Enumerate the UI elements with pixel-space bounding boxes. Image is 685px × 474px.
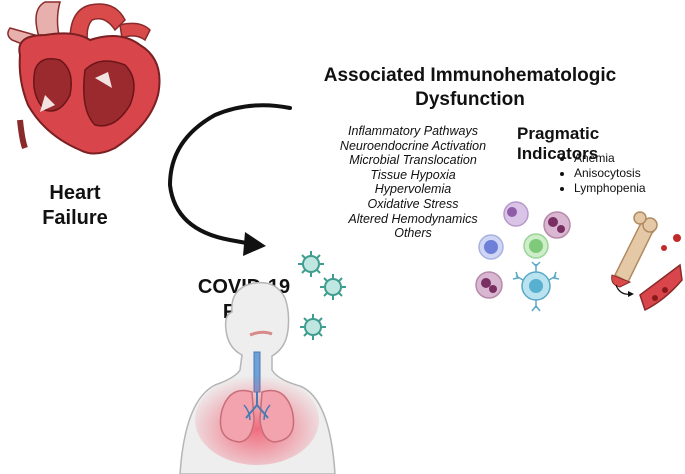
mechanism-item: Hypervolemia xyxy=(374,182,452,197)
pragmatic-indicators-list: Anemia Anisocytosis Lymphopenia xyxy=(556,151,646,196)
mechanism-item: Neuroendocrine Activation xyxy=(339,138,487,153)
heart-illustration-icon xyxy=(7,1,161,155)
pragmatic-indicators-title: Pragmatic Indicators xyxy=(517,124,600,163)
page-title: Associated Immunohematologic Dysfunction xyxy=(323,65,617,110)
mechanism-item: Altered Hemodynamics xyxy=(348,211,478,226)
heart-failure-line2: Failure xyxy=(42,207,108,229)
indicator-item: Lymphopenia xyxy=(574,181,646,196)
mechanism-item: Tissue Hypoxia xyxy=(370,167,456,182)
indicator-item: Anemia xyxy=(574,151,646,166)
indicator-item: Anisocytosis xyxy=(574,166,646,181)
mechanism-item: Microbial Translocation xyxy=(349,153,477,168)
mechanism-item: Others xyxy=(394,226,432,241)
mechanisms-list: Inflammatory Pathways Neuroendocrine Act… xyxy=(318,124,508,241)
mechanism-item: Inflammatory Pathways xyxy=(348,124,478,138)
heart-failure-line1: Heart xyxy=(49,182,101,204)
mechanism-item: Oxidative Stress xyxy=(367,196,459,211)
heart-failure-label: Heart Failure xyxy=(20,181,130,231)
